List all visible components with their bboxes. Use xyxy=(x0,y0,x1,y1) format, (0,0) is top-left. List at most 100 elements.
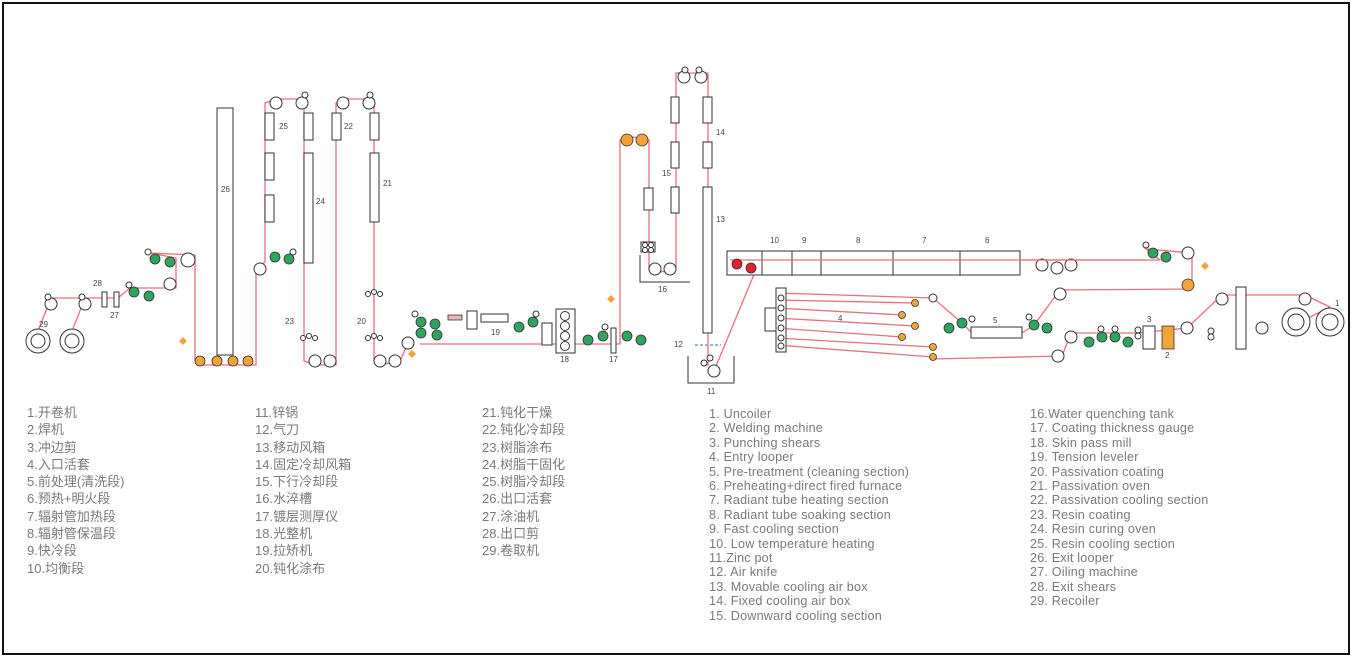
legend-item: 20.钝化涂布 xyxy=(255,560,326,576)
legend-item: 21.钝化干燥 xyxy=(482,405,553,420)
equipment-number-label: 1 xyxy=(1335,299,1340,308)
legend-item: 25. Resin cooling section xyxy=(1030,536,1176,551)
legend-item: 14.固定冷却风箱 xyxy=(255,456,352,472)
oiling-machine xyxy=(113,291,120,308)
legend-item: 18.光整机 xyxy=(255,526,313,542)
equipment-number-label: 7 xyxy=(922,236,927,245)
legend-item: 23.树脂涂布 xyxy=(482,439,553,455)
legend-item: 2. Welding machine xyxy=(709,421,823,436)
equipment-number-label: 11 xyxy=(707,387,716,396)
equipment-number-label: 8 xyxy=(856,236,861,245)
legend-item: 27. Oiling machine xyxy=(1030,565,1138,580)
zinc-pot xyxy=(687,356,735,384)
legend-item: 27.涂油机 xyxy=(482,508,540,524)
equipment-number-label: 4 xyxy=(838,314,843,323)
equipment-number-label: 13 xyxy=(716,215,725,224)
legend-item: 7. Radiant tube heating section xyxy=(709,493,889,508)
equipment-number-label: 25 xyxy=(279,122,288,131)
legend-item: 29.卷取机 xyxy=(482,543,540,559)
legend-item: 28.出口剪 xyxy=(482,526,540,542)
resin-curing-oven xyxy=(303,152,314,264)
legend-item: 4.入口活套 xyxy=(27,456,90,472)
legend-item: 29. Recoiler xyxy=(1030,594,1100,609)
legend-item: 8.辐射管保温段 xyxy=(27,526,116,542)
water-quenching-tank xyxy=(639,255,690,283)
legend-item: 24.树脂干固化 xyxy=(482,456,566,472)
resin-coater xyxy=(300,333,318,341)
equipment-number-label: 24 xyxy=(316,197,325,206)
recoiler xyxy=(25,328,85,354)
legend-item: 20. Passivation coating xyxy=(1030,464,1165,479)
equipment-number-label: 15 xyxy=(662,169,671,178)
legend-item: 13.移动风箱 xyxy=(255,439,326,455)
legend-item: 19. Tension leveler xyxy=(1030,450,1139,465)
legend-item: 15. Downward cooling section xyxy=(709,608,882,623)
legend-item: 5.前处理(清洗段) xyxy=(27,474,125,490)
legend-item: 8. Radiant tube soaking section xyxy=(709,507,891,522)
legend-item: 11.Zinc pot xyxy=(709,551,773,566)
equipment-number-label: 27 xyxy=(110,311,119,320)
punching-shears xyxy=(1142,325,1156,350)
legend-item: 14. Fixed cooling air box xyxy=(709,594,851,609)
passivation-coater xyxy=(365,289,383,341)
furnace xyxy=(726,250,1021,276)
legend-item: 21. Passivation oven xyxy=(1030,479,1151,494)
legend-item: 15.下行冷却段 xyxy=(255,474,339,490)
equipment-number-label: 3 xyxy=(1147,315,1152,324)
legend-item: 18. Skin pass mill xyxy=(1030,435,1132,450)
legend-item: 4. Entry looper xyxy=(709,450,794,465)
legend-item: 26. Exit looper xyxy=(1030,551,1114,566)
equipment-number-label: 6 xyxy=(985,236,990,245)
legend-item: 16.水淬槽 xyxy=(255,491,313,507)
legend-item: 10. Low temperature heating xyxy=(709,536,875,551)
legend-item: 2.焊机 xyxy=(27,422,64,438)
legend-item: 9.快冷段 xyxy=(27,543,77,559)
legend-item: 28. Exit shears xyxy=(1030,579,1117,594)
exit-looper xyxy=(216,107,234,356)
equipment-number-label: 2 xyxy=(1165,351,1170,360)
equipment-number-label: 23 xyxy=(285,317,294,326)
coating-thickness-gauge xyxy=(610,327,617,354)
legend-item: 17.镀层测厚仪 xyxy=(255,508,339,524)
legend-item: 5. Pre-treatment (cleaning section) xyxy=(709,464,910,479)
equipment-number-label: 29 xyxy=(39,320,48,329)
legend-item: 13. Movable cooling air box xyxy=(709,579,868,594)
equipment-number-label: 12 xyxy=(674,340,683,349)
equipment-number-label: 21 xyxy=(383,179,392,188)
uncoiler xyxy=(1281,307,1345,337)
equipment-number-label: 10 xyxy=(770,236,779,245)
equipment-number-label: 26 xyxy=(221,185,230,194)
equipment-number-label: 22 xyxy=(344,122,353,131)
exit-shears xyxy=(101,291,108,308)
welding-machine xyxy=(1161,325,1175,350)
legend-item: 26.出口活套 xyxy=(482,491,553,507)
legend-item: 11.锌锅 xyxy=(255,405,299,420)
legend-item: 19.拉矫机 xyxy=(255,543,313,559)
legend-item: 12.气刀 xyxy=(255,422,300,438)
equipment-number-label: 20 xyxy=(357,317,366,326)
equipment-number-label: 16 xyxy=(658,285,667,294)
equipment-number-label: 17 xyxy=(609,355,618,364)
passivation-oven xyxy=(369,152,380,223)
entry-equipment xyxy=(764,241,1312,363)
exit-equipment xyxy=(44,66,735,384)
legend-item: 7.辐射管加热段 xyxy=(27,508,116,524)
movable-cooling-air-box xyxy=(702,186,713,334)
skin-pass-mill xyxy=(555,308,576,354)
legend-item: 3. Punching shears xyxy=(709,435,821,450)
legend-item: 6. Preheating+direct fired furnace xyxy=(709,479,903,494)
tension-leveler xyxy=(480,313,509,323)
legend-item: 25.树脂冷却段 xyxy=(482,474,566,490)
equipment-number-label: 5 xyxy=(993,316,998,325)
legend-item: 6.预热+明火段 xyxy=(27,491,111,507)
pre-treatment xyxy=(970,326,1023,339)
legend-item: 16.Water quenching tank xyxy=(1030,407,1175,421)
legend-item: 10.均衡段 xyxy=(27,560,85,576)
legend-item: 3.冲边剪 xyxy=(27,439,77,455)
